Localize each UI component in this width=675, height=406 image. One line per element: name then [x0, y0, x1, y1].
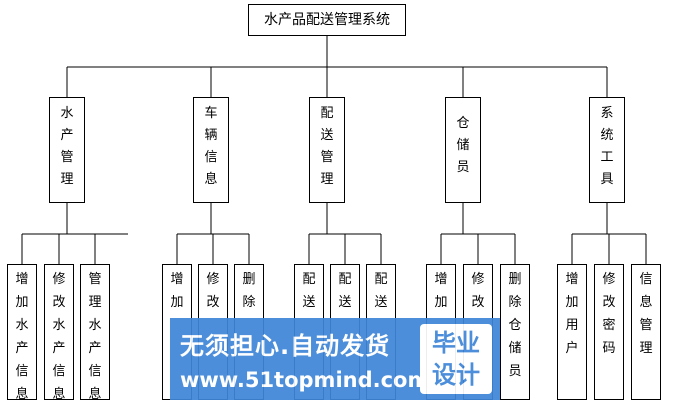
category-label: 系 统 工 具 [600, 106, 614, 187]
category-node-system-tools: 系 统 工 具 [589, 97, 625, 203]
category-node-delivery: 配 送 管 理 [309, 97, 345, 203]
category-node-warehouse-staff: 仓 储 员 [445, 97, 481, 203]
leaf-label: 修 改 [471, 272, 485, 310]
leaf-label: 删 除 仓 储 员 [508, 272, 522, 379]
watermark-url: www.51topmind.com [180, 368, 430, 392]
leaf-label: 增 加 [434, 272, 448, 310]
category-label: 仓 储 员 [456, 116, 470, 175]
leaf-node: 增 加 用 户 [557, 264, 587, 400]
root-node-label: 水产品配送管理系统 [264, 12, 390, 28]
leaf-label: 修 改 [206, 272, 220, 310]
leaf-label: 修 改 密 码 [602, 272, 616, 356]
leaf-label: 增 加 [170, 272, 184, 310]
watermark-text: 无须担心.自动发货 [180, 332, 391, 360]
leaf-label: 信 息 管 理 [639, 272, 653, 356]
category-label: 配 送 管 理 [320, 106, 334, 187]
leaf-node: 修 改 密 码 [594, 264, 624, 400]
leaf-label: 增 加 水 产 信 息 [15, 272, 29, 402]
leaf-label: 修 改 水 产 信 息 [52, 272, 66, 402]
leaf-label: 配 送 [374, 272, 388, 310]
leaf-node: 信 息 管 理 [631, 264, 661, 400]
leaf-node: 删 除 仓 储 员 [500, 264, 530, 400]
leaf-label: 增 加 用 户 [565, 272, 579, 356]
category-label: 水 产 管 理 [60, 106, 74, 187]
leaf-node: 增 加 水 产 信 息 [7, 264, 37, 402]
leaf-node: 修 改 水 产 信 息 [44, 264, 74, 402]
root-node: 水产品配送管理系统 [248, 4, 406, 36]
watermark-badge: 毕业 设计 [420, 324, 492, 394]
category-node-aquatic: 水 产 管 理 [49, 97, 85, 203]
watermark-banner: 无须担心.自动发货 www.51topmind.com 毕业 设计 [170, 318, 500, 400]
category-label: 车 辆 信 息 [204, 106, 218, 187]
leaf-label: 配 送 [338, 272, 352, 310]
category-node-vehicle: 车 辆 信 息 [193, 97, 229, 203]
leaf-label: 删 除 [242, 272, 256, 310]
leaf-label: 配 送 [302, 272, 316, 310]
leaf-label: 管 理 水 产 信 息 [88, 272, 102, 402]
leaf-node: 管 理 水 产 信 息 [80, 264, 110, 402]
